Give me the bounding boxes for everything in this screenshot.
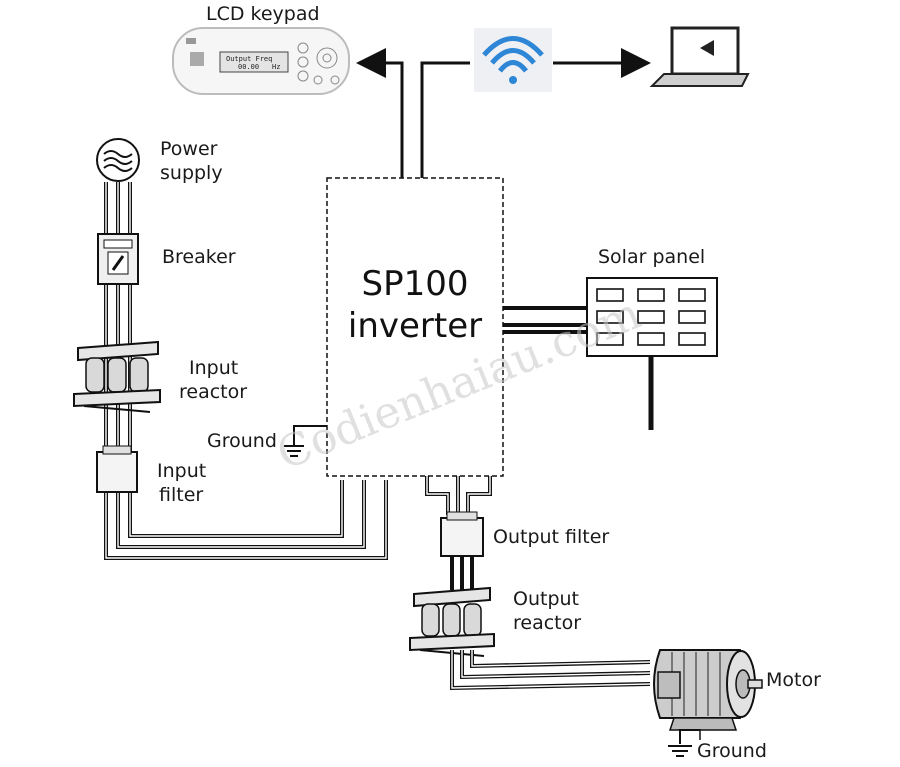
motor-icon xyxy=(653,649,763,740)
breaker-icon xyxy=(97,233,139,285)
solar-dc-lines xyxy=(503,306,587,334)
power-supply-icon xyxy=(96,138,140,182)
output-filter-icon xyxy=(440,511,484,557)
ground-symbol-left xyxy=(284,425,327,457)
power-supply-label-line2: supply xyxy=(160,162,223,184)
input-filter-icon xyxy=(96,445,138,493)
laptop-icon xyxy=(649,26,750,87)
inverter-title-line2: inverter xyxy=(348,306,482,346)
input-reactor-label-line1: Input xyxy=(189,357,238,379)
output-reactor-label-line2: reactor xyxy=(513,612,581,634)
communication-lines xyxy=(356,48,651,178)
solar-panel-label: Solar panel xyxy=(598,246,705,268)
input-filter-label-line1: Input xyxy=(157,460,206,482)
motor-label: Motor xyxy=(766,669,821,691)
lcd-line2-value: 00.00 xyxy=(238,63,259,71)
lcd-keypad: Output Freq 00.00 Hz xyxy=(172,27,350,95)
output-reactor-label-line1: Output xyxy=(513,588,579,610)
lcd-keypad-label: LCD keypad xyxy=(206,3,320,25)
lcd-line2-unit: Hz xyxy=(272,63,280,71)
lcd-line1: Output Freq xyxy=(226,55,272,63)
breaker-label: Breaker xyxy=(162,246,236,268)
input-reactor-icon xyxy=(73,340,161,413)
power-supply-label-line1: Power xyxy=(160,138,218,160)
output-wiring-lower xyxy=(450,650,651,691)
output-reactor-icon xyxy=(409,586,495,657)
ground-label-bottom: Ground xyxy=(697,740,767,762)
output-wiring-upper xyxy=(425,476,492,515)
inverter-title-line1: SP100 xyxy=(362,264,469,304)
input-reactor-label-line2: reactor xyxy=(179,381,247,403)
output-filter-label: Output filter xyxy=(493,526,609,548)
input-filter-label-line2: filter xyxy=(159,484,203,506)
ground-symbol-bottom xyxy=(668,729,700,757)
ground-label-left: Ground xyxy=(207,430,277,452)
wifi-icon xyxy=(474,28,552,92)
solar-panel-icon xyxy=(586,277,718,430)
output-wiring-middle xyxy=(450,556,474,590)
